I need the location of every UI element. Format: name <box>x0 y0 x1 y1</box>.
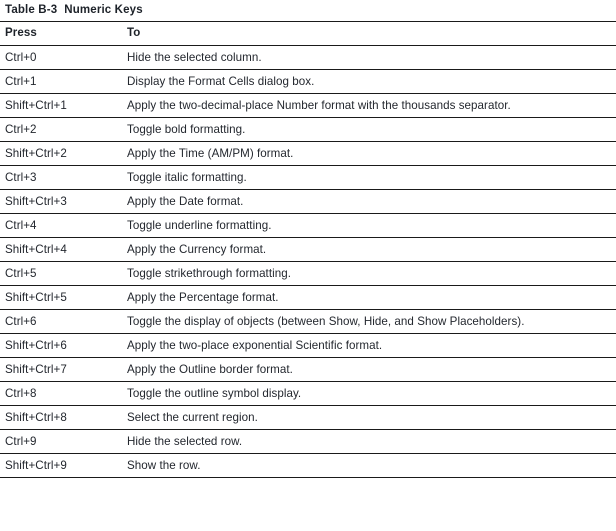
cell-press: Ctrl+9 <box>0 429 116 454</box>
cell-to: Apply the Date format. <box>116 189 616 214</box>
cell-to: Hide the selected column. <box>116 45 616 70</box>
table-caption-title: Numeric Keys <box>64 4 143 16</box>
table-caption-label: Table B-3 <box>5 4 58 16</box>
cell-to: Hide the selected row. <box>116 429 616 454</box>
table-header-row: Press To <box>0 21 616 46</box>
cell-press: Shift+Ctrl+7 <box>0 357 116 382</box>
cell-to: Toggle strikethrough formatting. <box>116 261 616 286</box>
cell-to: Show the row. <box>116 453 616 478</box>
cell-to: Toggle the outline symbol display. <box>116 381 616 406</box>
cell-press: Shift+Ctrl+3 <box>0 189 116 214</box>
cell-press: Ctrl+4 <box>0 213 116 238</box>
cell-press: Ctrl+3 <box>0 165 116 190</box>
cell-press: Shift+Ctrl+5 <box>0 285 116 310</box>
cell-press: Shift+Ctrl+2 <box>0 141 116 166</box>
cell-press: Shift+Ctrl+9 <box>0 453 116 478</box>
column-header-press: Press <box>0 21 116 46</box>
cell-press: Shift+Ctrl+6 <box>0 333 116 358</box>
cell-press: Shift+Ctrl+8 <box>0 405 116 430</box>
table-caption: Table B-3 Numeric Keys <box>0 0 616 21</box>
cell-to: Apply the two-place exponential Scientif… <box>116 333 616 358</box>
cell-press: Ctrl+2 <box>0 117 116 142</box>
cell-to: Select the current region. <box>116 405 616 430</box>
column-header-to: To <box>116 21 616 46</box>
cell-to: Toggle the display of objects (between S… <box>116 309 616 334</box>
cell-press: Ctrl+0 <box>0 45 116 70</box>
cell-press: Ctrl+5 <box>0 261 116 286</box>
cell-to: Apply the Percentage format. <box>116 285 616 310</box>
cell-press: Ctrl+6 <box>0 309 116 334</box>
cell-press: Ctrl+8 <box>0 381 116 406</box>
cell-to: Apply the two-decimal-place Number forma… <box>116 93 616 118</box>
cell-to: Toggle underline formatting. <box>116 213 616 238</box>
cell-to: Display the Format Cells dialog box. <box>116 69 616 94</box>
cell-to: Apply the Time (AM/PM) format. <box>116 141 616 166</box>
cell-to: Apply the Outline border format. <box>116 357 616 382</box>
cell-to: Toggle bold formatting. <box>116 117 616 142</box>
table-header: Press To <box>0 21 616 46</box>
cell-to: Apply the Currency format. <box>116 237 616 262</box>
cell-press: Shift+Ctrl+4 <box>0 237 116 262</box>
cell-press: Ctrl+1 <box>0 69 116 94</box>
cell-to: Toggle italic formatting. <box>116 165 616 190</box>
cell-press: Shift+Ctrl+1 <box>0 93 116 118</box>
